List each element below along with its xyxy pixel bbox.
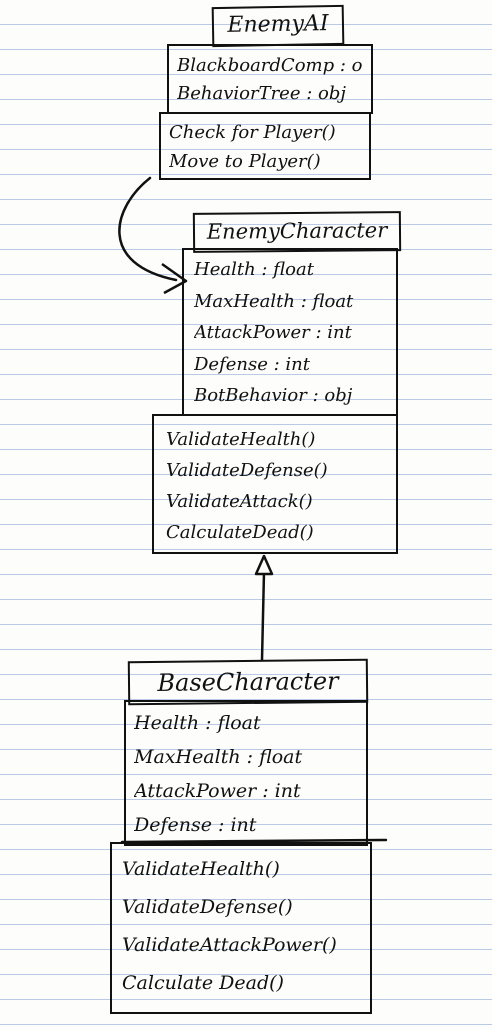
base-character-attributes: Health : float MaxHealth : float AttackP… — [124, 700, 368, 846]
base-character-method-4: Calculate Dead() — [122, 972, 284, 994]
association-line — [118, 176, 178, 282]
base-character-method-1: ValidateHealth() — [122, 858, 280, 880]
enemy-character-attr-5: BotBehavior : obj — [194, 385, 353, 406]
enemy-character-attr-2: MaxHealth : float — [194, 290, 354, 312]
enemy-ai-method-2: Move to Player() — [169, 151, 321, 172]
enemy-ai-methods: Check for Player() Move to Player() — [159, 112, 371, 180]
base-character-methods: ValidateHealth() ValidateDefense() Valid… — [110, 842, 372, 1014]
base-character-attr-1: Health : float — [134, 712, 261, 734]
base-character-title-box: BaseCharacter — [127, 658, 369, 706]
base-character-method-2: ValidateDefense() — [122, 896, 293, 918]
base-character-method-3: ValidateAttackPower() — [122, 934, 337, 956]
enemy-character-attr-3: AttackPower : int — [194, 322, 352, 343]
enemy-character-attributes: Health : float MaxHealth : float AttackP… — [182, 248, 398, 416]
enemy-ai-attributes: BlackboardComp : obj BehaviorTree : obj — [167, 44, 373, 114]
enemy-ai-attr-1: BlackboardComp : obj — [177, 55, 363, 76]
enemy-ai-method-1: Check for Player() — [169, 122, 336, 143]
enemy-ai-title-box: EnemyAI — [211, 4, 345, 48]
inheritance-arrowhead — [254, 554, 274, 576]
enemy-character-method-1: ValidateHealth() — [166, 429, 316, 450]
enemy-ai-attr-2: BehaviorTree : obj — [177, 83, 346, 104]
enemy-character-method-4: CalculateDead() — [166, 522, 314, 543]
inheritance-line — [260, 570, 266, 662]
base-character-attr-3: AttackPower : int — [134, 780, 301, 802]
base-character-attr-2: MaxHealth : float — [134, 746, 303, 768]
enemy-character-methods: ValidateHealth() ValidateDefense() Valid… — [152, 414, 398, 554]
enemy-character-attr-1: Health : float — [194, 259, 314, 280]
enemy-character-method-3: ValidateAttack() — [166, 491, 313, 512]
enemy-character-title-box: EnemyCharacter — [192, 211, 402, 253]
base-character-attr-4: Defense : int — [134, 814, 257, 836]
enemy-character-method-2: ValidateDefense() — [166, 460, 328, 481]
enemy-ai-title: EnemyAI — [227, 11, 329, 38]
enemy-character-title: EnemyCharacter — [206, 218, 388, 244]
base-character-title: BaseCharacter — [157, 667, 339, 697]
enemy-character-attr-4: Defense : int — [194, 353, 310, 375]
